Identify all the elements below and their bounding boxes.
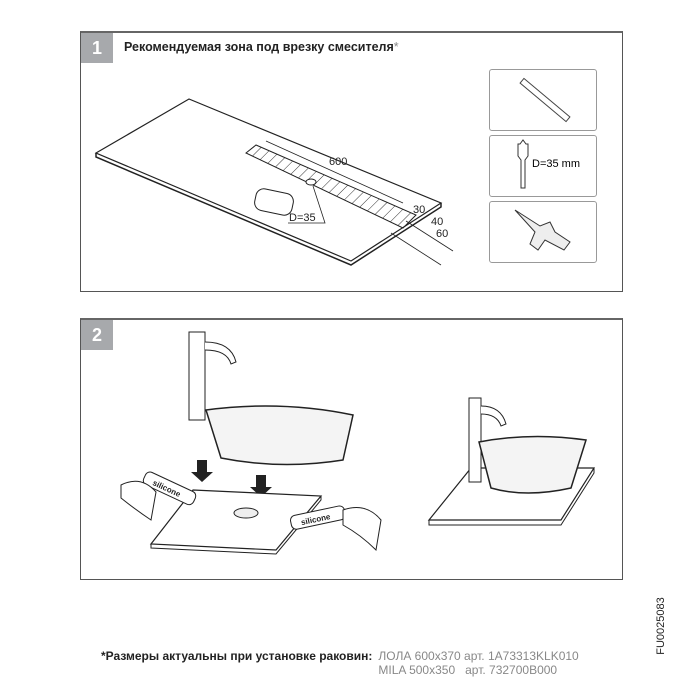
spade-drill-bit-icon [517, 139, 529, 189]
tool-drill-bit: D=35 mm [489, 135, 597, 197]
hand-icon [120, 480, 157, 521]
tool-ruler [489, 69, 597, 131]
drill-bit-size: D=35 mm [532, 158, 580, 170]
countertop-drawing: 600 D=35 30 40 60 [94, 98, 454, 266]
installation-drawing: silicone silicone [120, 331, 596, 555]
hand-icon [342, 507, 382, 552]
asterisk: * [393, 40, 399, 54]
length-dimension: 600 [329, 156, 347, 168]
down-arrow-icon [191, 460, 213, 482]
footnote-line-1: ЛОЛА 600x370 арт. 1A73313KLK010 [378, 649, 579, 663]
faucet-icon [468, 397, 482, 483]
dim-30: 30 [413, 204, 425, 216]
down-arrow-icon [250, 475, 272, 497]
step-number: 2 [81, 320, 113, 350]
countertop-icon [149, 489, 323, 551]
dim-40: 40 [431, 216, 443, 228]
footnote: *Размеры актуальны при установке раковин… [101, 649, 579, 677]
footnote-line-2: MILA 500x350 арт. 732700B000 [378, 663, 558, 677]
faucet-icon [188, 331, 206, 421]
footnote-label: *Размеры актуальны при установке раковин… [101, 649, 373, 663]
tool-drill [489, 201, 597, 263]
hole-dimension: D=35 [289, 212, 316, 224]
drill-icon [514, 209, 571, 251]
step-title: Рекомендуемая зона под врезку смесителя* [124, 40, 399, 54]
document-code: FU0025083 [654, 597, 667, 655]
ruler-icon [519, 77, 571, 123]
step-number: 1 [81, 33, 113, 63]
dim-60: 60 [436, 228, 448, 240]
step-1-panel: 1 Рекомендуемая зона под врезку смесител… [80, 31, 623, 292]
step-2-panel: 2 silicone silicone [80, 318, 623, 580]
basin-icon [478, 435, 587, 494]
footnote-table: *Размеры актуальны при установке раковин… [101, 649, 579, 677]
step-title-text: Рекомендуемая зона под врезку смесителя [124, 40, 394, 54]
basin-icon [205, 405, 354, 466]
